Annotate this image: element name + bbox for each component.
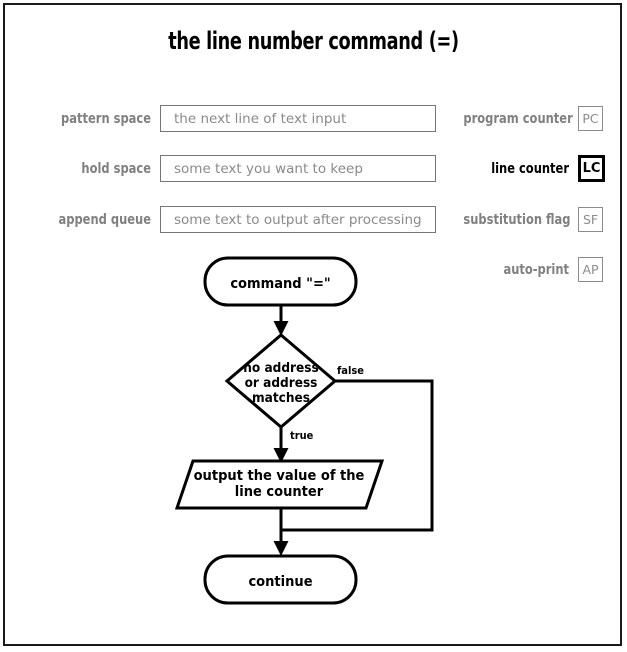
buffer-row-hold-space: hold space some text you want to keep — [41, 155, 436, 182]
page-frame: the line number command (=) pattern spac… — [3, 3, 622, 646]
register-row-program-counter: program counter PC — [449, 106, 603, 131]
register-abbr-ap: AP — [582, 262, 599, 277]
register-row-substitution-flag: substitution flag SF — [449, 207, 603, 232]
flow-node-decision-line3: matches — [252, 390, 310, 406]
flowchart: command "=" no address or address matche… — [174, 256, 434, 605]
register-label-auto-print: auto-print — [503, 261, 569, 278]
append-queue-value: some text to output after processing — [174, 211, 422, 228]
register-box-ap[interactable]: AP — [578, 257, 603, 282]
register-row-line-counter: line counter LC — [449, 155, 605, 182]
flow-node-decision[interactable]: no address or address matches — [224, 333, 338, 429]
buffer-label-append-queue: append queue — [58, 211, 151, 228]
flow-node-continue[interactable]: continue — [203, 554, 358, 605]
register-abbr-pc: PC — [582, 111, 599, 126]
buffer-label-hold-space: hold space — [81, 160, 151, 177]
register-abbr-lc: LC — [582, 161, 601, 176]
flow-node-decision-line1: no address — [243, 360, 319, 376]
hold-space-input[interactable]: some text you want to keep — [160, 155, 436, 182]
hold-space-value: some text you want to keep — [174, 160, 363, 177]
edge-label-true: true — [290, 429, 314, 442]
page-title: the line number command (=) — [168, 27, 459, 55]
buffer-row-pattern-space: pattern space the next line of text inpu… — [41, 105, 436, 132]
register-label-substitution-flag: substitution flag — [463, 211, 571, 228]
flow-node-output[interactable]: output the value of the line counter — [174, 459, 385, 510]
register-label-line-counter: line counter — [491, 160, 569, 177]
buffer-row-append-queue: append queue some text to output after p… — [41, 206, 436, 233]
register-box-lc[interactable]: LC — [578, 155, 605, 182]
buffer-label-pattern-space: pattern space — [61, 110, 151, 127]
register-box-pc[interactable]: PC — [578, 106, 603, 131]
pattern-space-value: the next line of text input — [174, 110, 347, 127]
register-abbr-sf: SF — [582, 212, 599, 227]
append-queue-input[interactable]: some text to output after processing — [160, 206, 436, 233]
flow-node-decision-line2: or address — [245, 375, 318, 391]
pattern-space-input[interactable]: the next line of text input — [160, 105, 436, 132]
register-row-auto-print: auto-print AP — [449, 257, 603, 282]
flow-node-start-label: command "=" — [230, 276, 330, 292]
register-label-program-counter: program counter — [463, 110, 573, 127]
flow-node-continue-label: continue — [248, 574, 312, 590]
edge-false-branch — [281, 379, 434, 532]
flow-node-output-line2: line counter — [235, 484, 324, 500]
edge-label-false: false — [337, 364, 364, 377]
flow-node-start[interactable]: command "=" — [203, 256, 358, 307]
register-box-sf[interactable]: SF — [578, 207, 603, 232]
flow-node-output-line1: output the value of the — [194, 468, 365, 484]
